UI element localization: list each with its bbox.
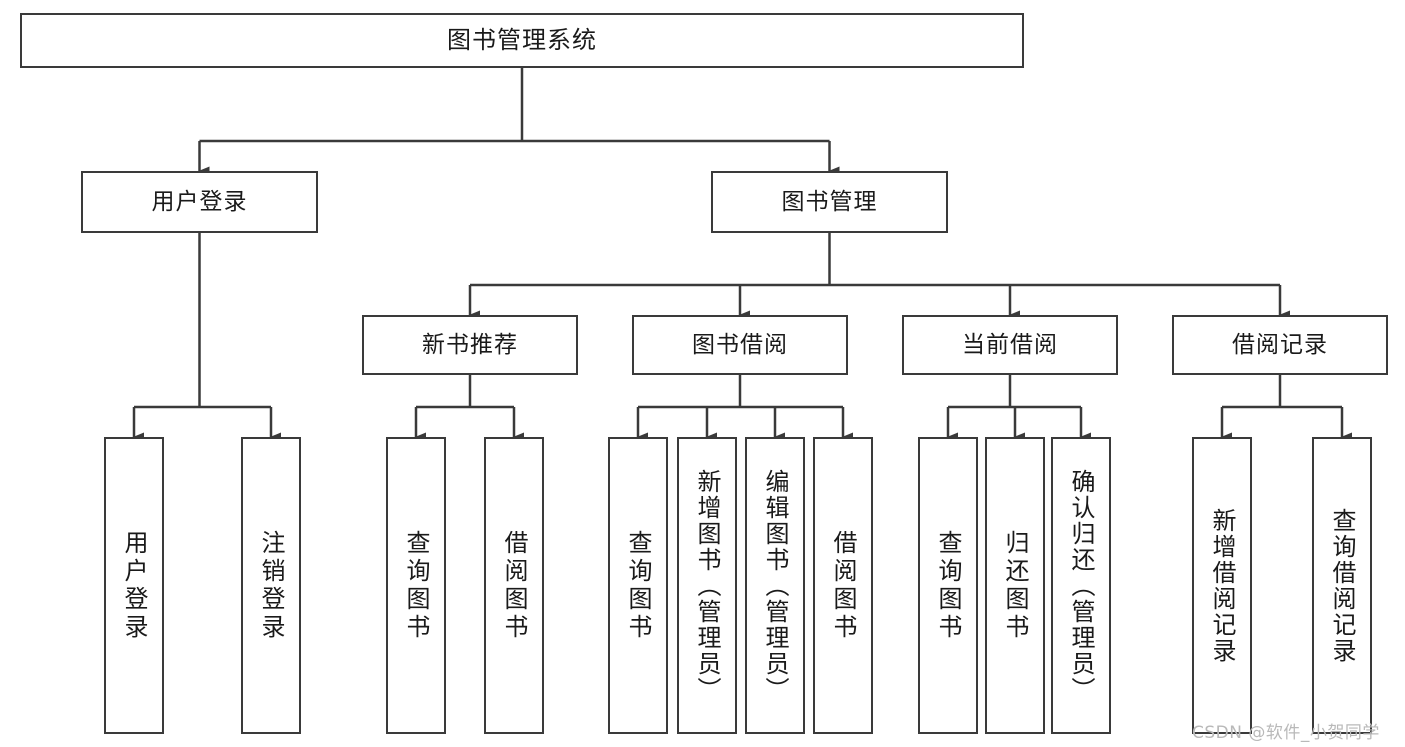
node-label: 用户登录 [151, 188, 248, 215]
node-l7[interactable]: 编辑图书（管理员） [745, 437, 805, 734]
node-borrow[interactable]: 图书借阅 [632, 315, 848, 375]
node-records[interactable]: 借阅记录 [1172, 315, 1388, 375]
node-l13[interactable]: 查询借阅记录 [1312, 437, 1372, 734]
node-l5[interactable]: 查询图书 [608, 437, 668, 734]
node-l8[interactable]: 借阅图书 [813, 437, 873, 734]
node-newbooks[interactable]: 新书推荐 [362, 315, 578, 375]
node-current[interactable]: 当前借阅 [902, 315, 1118, 375]
node-label: 查询图书 [402, 529, 430, 642]
node-label: 查询借阅记录 [1328, 507, 1356, 664]
node-label: 图书管理 [781, 188, 878, 215]
node-label: 用户登录 [120, 529, 148, 642]
node-l12[interactable]: 新增借阅记录 [1192, 437, 1252, 734]
node-l11[interactable]: 确认归还（管理员） [1051, 437, 1111, 734]
node-label: 查询图书 [934, 529, 962, 642]
node-l2[interactable]: 注销登录 [241, 437, 301, 734]
node-l10[interactable]: 归还图书 [985, 437, 1045, 734]
node-label: 新书推荐 [422, 331, 518, 358]
node-label: 确认归还（管理员） [1067, 468, 1095, 703]
node-label: 编辑图书（管理员） [761, 468, 789, 703]
node-l4[interactable]: 借阅图书 [484, 437, 544, 734]
node-l1[interactable]: 用户登录 [104, 437, 164, 734]
node-login[interactable]: 用户登录 [81, 171, 318, 233]
node-label: 借阅记录 [1232, 331, 1328, 358]
node-label: 借阅图书 [829, 529, 857, 642]
node-label: 查询图书 [624, 529, 652, 642]
node-label: 新增图书（管理员） [693, 468, 721, 703]
watermark-text: CSDN @软件_小贺同学 [1192, 723, 1380, 743]
node-label: 当前借阅 [962, 331, 1058, 358]
node-label: 新增借阅记录 [1208, 507, 1236, 664]
node-l3[interactable]: 查询图书 [386, 437, 446, 734]
node-label: 图书管理系统 [447, 25, 597, 54]
node-l6[interactable]: 新增图书（管理员） [677, 437, 737, 734]
node-label: 借阅图书 [500, 529, 528, 642]
node-l9[interactable]: 查询图书 [918, 437, 978, 734]
node-label: 归还图书 [1001, 529, 1029, 642]
node-bookmgmt[interactable]: 图书管理 [711, 171, 948, 233]
node-root[interactable]: 图书管理系统 [20, 13, 1024, 68]
node-label: 注销登录 [257, 529, 285, 642]
node-label: 图书借阅 [692, 331, 788, 358]
